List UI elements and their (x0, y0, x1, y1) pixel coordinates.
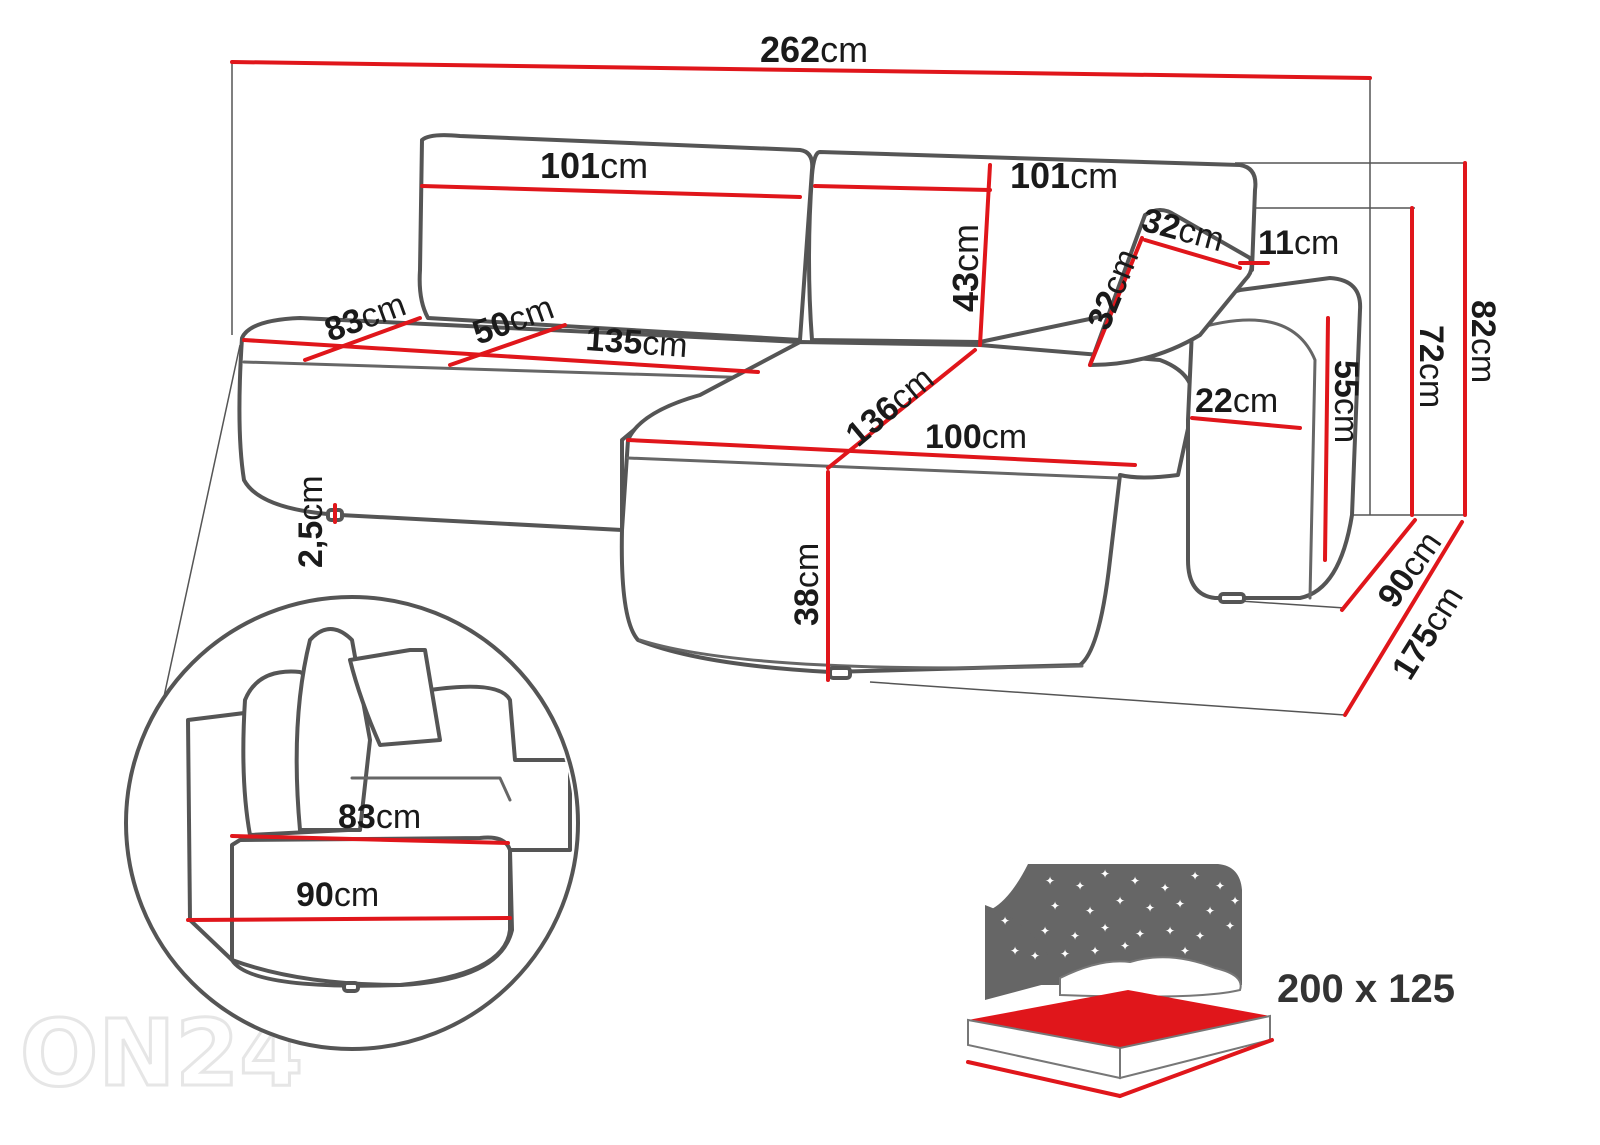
star-icon: ✦ (1205, 904, 1215, 918)
dim-line-seat-depth (303, 316, 422, 362)
dim-line-chaise-length (826, 348, 977, 470)
label-back-right: 101cm (1010, 155, 1118, 196)
dimension-lines (230, 60, 1467, 717)
star-icon: ✦ (1120, 939, 1130, 953)
star-icon: ✦ (1165, 924, 1175, 938)
star-icon: ✦ (1225, 919, 1235, 933)
star-icon: ✦ (1180, 944, 1190, 958)
dim-line-detail-seat-depth (230, 834, 510, 845)
bed-size-label: 200 x 125 (1277, 967, 1455, 1011)
label-height-72: 72cm (1412, 325, 1450, 408)
dim-line-backrest-height (978, 163, 992, 347)
star-icon: ✦ (1215, 879, 1225, 893)
star-icon: ✦ (1010, 944, 1020, 958)
star-icon: ✦ (1100, 867, 1110, 881)
star-icon: ✦ (1130, 874, 1140, 888)
star-icon: ✦ (1030, 949, 1040, 963)
label-chaise-width: 100cm (925, 418, 1027, 456)
label-detail-total-depth: 90cm (296, 876, 379, 914)
label-back-left: 101cm (540, 145, 648, 186)
star-icon: ✦ (1115, 894, 1125, 908)
sofa-drawing (237, 133, 1363, 680)
dim-line-armrest-height (1323, 316, 1330, 562)
dim-line-detail-total-depth (186, 916, 512, 922)
dim-line-chaise-width (626, 438, 1137, 467)
dim-line-seat-width (242, 338, 760, 374)
throw-pillow (1088, 208, 1254, 367)
star-icon: ✦ (1050, 899, 1060, 913)
leg-front (828, 666, 852, 680)
label-height-82: 82cm (1464, 300, 1502, 383)
detail-pillow (348, 648, 442, 747)
star-icon: ✦ (1145, 901, 1155, 915)
guide-lines (159, 62, 1465, 716)
star-icon: ✦ (1230, 894, 1240, 908)
label-armrest-width: 11cm (1258, 224, 1339, 262)
bed-icon-stars: ✦✦✦✦✦✦✦✦✦✦✦✦✦✦✦✦✦✦✦✦✦✦✦✦✦✦✦✦ (1000, 867, 1240, 963)
detail-back-cushion-2 (294, 627, 372, 832)
star-icon: ✦ (1195, 929, 1205, 943)
dim-line-total-width (230, 60, 1372, 80)
star-icon: ✦ (1135, 927, 1145, 941)
dim-line-pillow-width (1143, 238, 1242, 270)
label-armrest-depth: 22cm (1195, 382, 1278, 420)
dim-line-cushion-depth (448, 323, 567, 367)
star-icon: ✦ (1040, 924, 1050, 938)
label-backrest-height: 43cm (945, 224, 986, 312)
star-icon: ✦ (1190, 869, 1200, 883)
star-icon: ✦ (1045, 874, 1055, 888)
bed-width-line (1118, 1038, 1274, 1098)
label-seat-height: 38cm (788, 543, 826, 626)
star-icon: ✦ (1060, 947, 1070, 961)
star-icon: ✦ (1100, 921, 1110, 935)
chaise (619, 340, 1196, 674)
label-seat-width: 135cm (584, 320, 688, 365)
star-icon: ✦ (1090, 944, 1100, 958)
bed-icon: ✦✦✦✦✦✦✦✦✦✦✦✦✦✦✦✦✦✦✦✦✦✦✦✦✦✦✦✦ (966, 864, 1274, 1098)
label-armrest-height: 55cm (1327, 360, 1365, 443)
dim-line-back-left (420, 184, 802, 199)
star-icon: ✦ (1075, 879, 1085, 893)
label-leg-height: 2,5cm (292, 475, 330, 568)
leg-right (1218, 592, 1246, 604)
dim-line-pillow-height (1088, 236, 1144, 367)
label-detail-seat-depth: 83cm (338, 798, 421, 836)
star-icon: ✦ (1175, 897, 1185, 911)
dim-line-back-right (813, 184, 992, 192)
star-icon: ✦ (1070, 929, 1080, 943)
bed-length-line (966, 1060, 1122, 1098)
label-total-width: 262cm (760, 29, 868, 70)
star-icon: ✦ (1160, 881, 1170, 895)
back-cushion-left (417, 133, 815, 342)
dim-line-depth-175 (1343, 520, 1464, 717)
detail-circle: 83cm 90cm (124, 595, 580, 1051)
dim-line-depth-90 (1340, 518, 1417, 612)
left-seat (237, 316, 802, 532)
star-icon: ✦ (1085, 904, 1095, 918)
star-icon: ✦ (1000, 914, 1010, 928)
dim-line-armrest-depth (1190, 416, 1302, 430)
